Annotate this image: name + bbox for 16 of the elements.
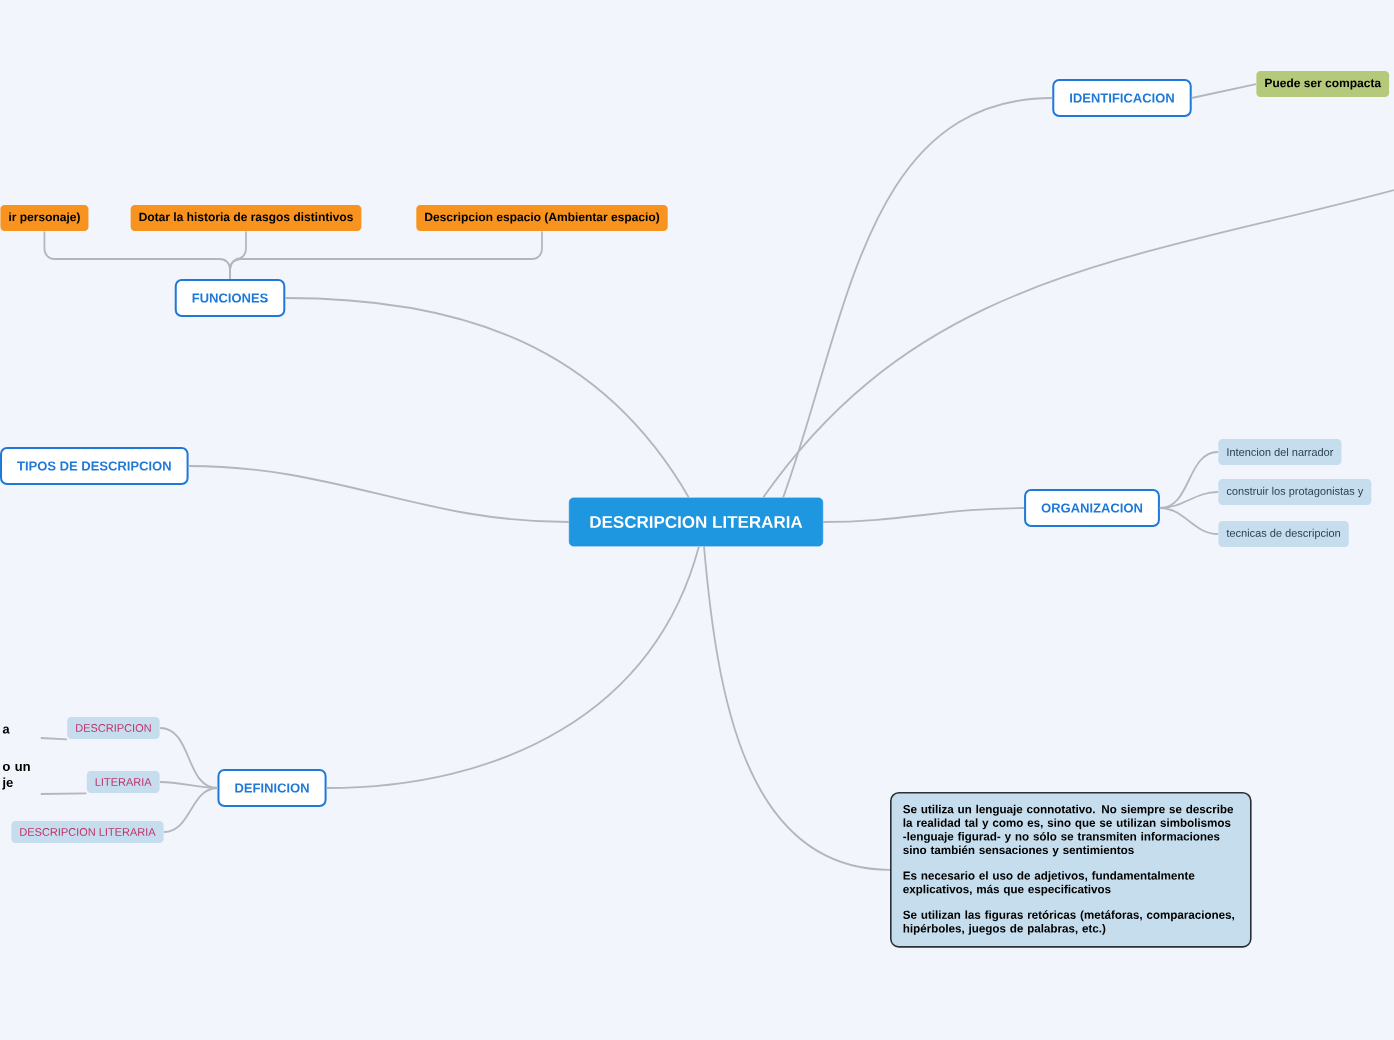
connector-line <box>39 792 88 795</box>
connector-line <box>1159 491 1219 509</box>
connector-line <box>1159 507 1219 535</box>
connector-line <box>782 97 1054 499</box>
connector-line <box>1190 83 1257 99</box>
connector-line <box>1159 451 1219 509</box>
connector-line <box>39 737 68 741</box>
connector-line <box>284 297 690 499</box>
connector-line <box>762 189 1394 499</box>
connector-line <box>229 230 543 280</box>
connector-line <box>187 465 570 523</box>
connector-line <box>163 787 219 833</box>
central-topic-box: DESCRIPCION LITERARIA <box>568 497 824 547</box>
connector-line <box>822 507 1025 523</box>
connector-line <box>159 781 219 789</box>
connector-line <box>325 545 700 789</box>
